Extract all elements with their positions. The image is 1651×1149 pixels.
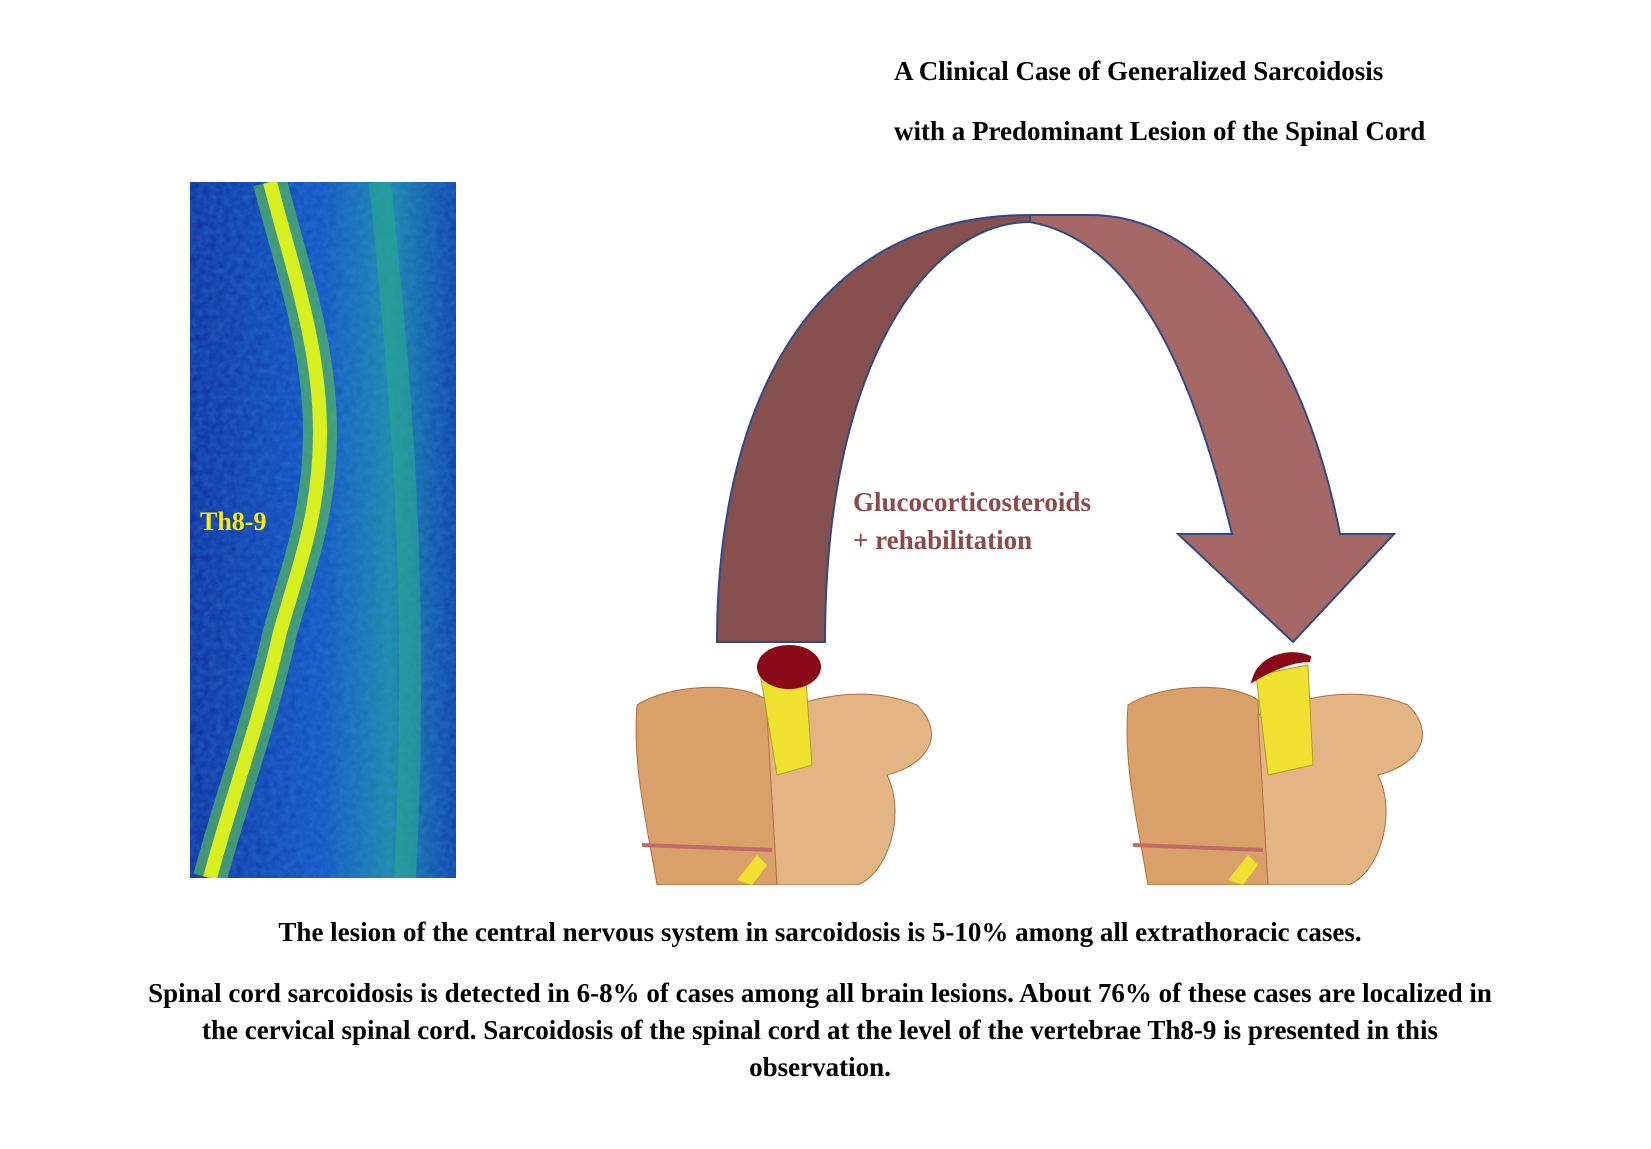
vertebra-before-illustration: [635, 645, 932, 885]
treatment-line-2: + rehabilitation: [853, 525, 1033, 555]
lesion-small: [1250, 652, 1312, 684]
mri-image: [190, 182, 456, 878]
vertebra-after-illustration: [1126, 652, 1423, 885]
title-line-2: with a Predominant Lesion of the Spinal …: [894, 116, 1426, 146]
treatment-line-1: Glucocorticosteroids: [853, 487, 1091, 517]
footer-line-1: The lesion of the central nervous system…: [278, 917, 1362, 947]
treatment-arrow: [715, 213, 1397, 644]
vertebra-level-label: Th8-9: [200, 507, 267, 536]
arrow-right-half: [1029, 214, 1397, 644]
lesion-large: [757, 645, 821, 689]
title-line-1: A Clinical Case of Generalized Sarcoidos…: [894, 56, 1384, 86]
arrow-left-half: [715, 213, 1031, 643]
footer-paragraph: Spinal cord sarcoidosis is detected in 6…: [148, 978, 1492, 1082]
